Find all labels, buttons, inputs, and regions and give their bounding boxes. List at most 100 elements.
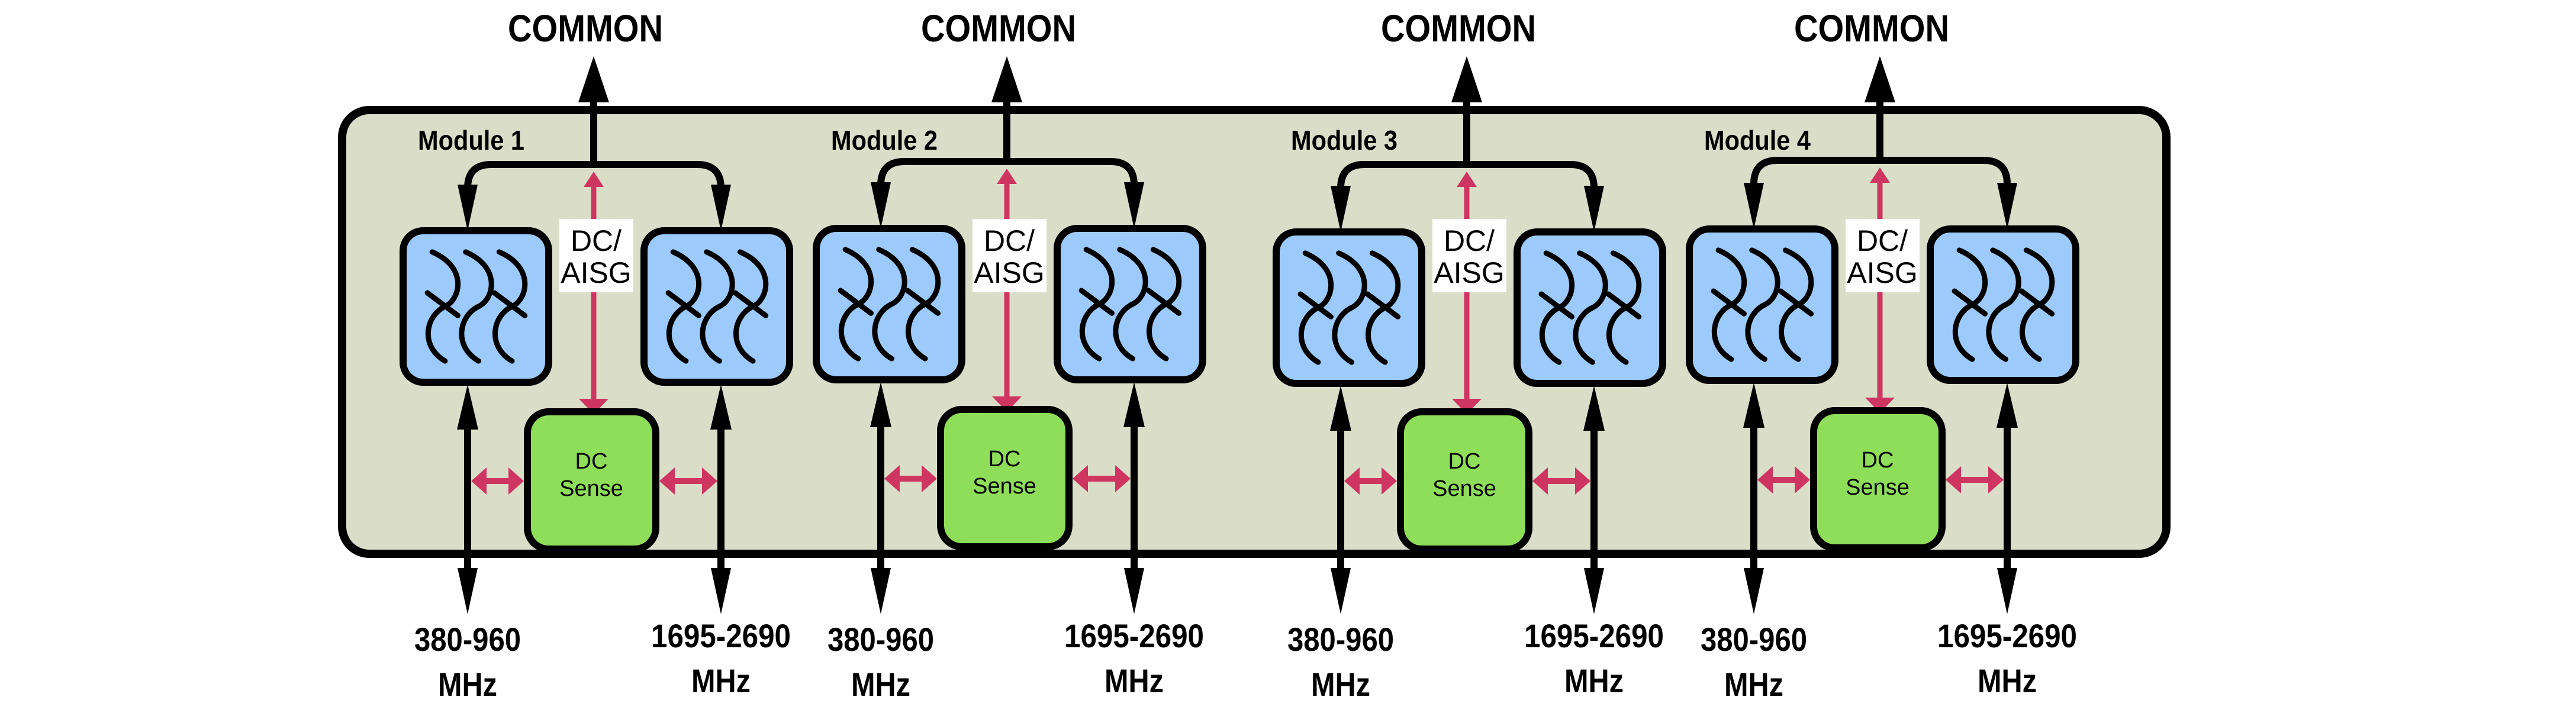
- low-band-port-up-arrowhead: [1743, 383, 1764, 428]
- dc-aisg-label-line-2: AISG: [1434, 256, 1504, 289]
- dc-sense-low-band-link-left-arrowhead: [884, 465, 900, 492]
- resonator-curve: [1113, 247, 1148, 362]
- dc-sense-label-line-2: Sense: [973, 474, 1036, 499]
- common-port-label: COMMON: [1381, 7, 1536, 50]
- bandpass-filter-icon: [1711, 247, 1814, 362]
- dc-sense-high-band-link-left-arrowhead: [1946, 466, 1961, 493]
- dc-sense-high-band-link-left-arrowhead: [1532, 467, 1548, 495]
- coupling-cross-mark: [1364, 291, 1401, 320]
- dc-aisg-up-arrowhead: [584, 172, 604, 187]
- dc-sense-low-band-link-right-arrowhead: [1382, 467, 1397, 495]
- high-band-unit-label: MHz: [1564, 662, 1624, 699]
- low-band-port-down-arrowhead: [1331, 568, 1351, 614]
- dc-aisg-up-arrowhead: [1457, 172, 1477, 187]
- dc-aisg-label-line-1: DC/: [571, 224, 622, 257]
- bandpass-filter-icon: [838, 247, 941, 362]
- high-band-filter: [1927, 225, 2079, 384]
- enclosure-bottom-notch: [1222, 550, 1267, 557]
- low-band-unit-label: MHz: [1311, 666, 1370, 703]
- dc-sense-block: [1397, 408, 1532, 553]
- dc-sense-label-line-2: Sense: [1846, 475, 1910, 500]
- coupling-cross-mark: [424, 290, 461, 318]
- dc-aisg-label-box: [1846, 219, 1920, 292]
- high-band-unit-label: MHz: [691, 662, 751, 699]
- dc-sense-label-line-1: DC: [1448, 449, 1481, 474]
- dc-sense-high-band-link-right-arrowhead: [1115, 465, 1131, 492]
- dc-sense-low-band-link-right-arrowhead: [922, 465, 937, 492]
- dc-aisg-label-line-2: AISG: [561, 256, 631, 289]
- splitter-bracket: [877, 158, 1138, 209]
- dc-sense-high-band-link-left-arrowhead: [1073, 465, 1088, 492]
- dc-aisg-label-box: [559, 219, 633, 292]
- common-port-arrowhead: [1451, 56, 1482, 102]
- dc-sense-label-line-2: Sense: [559, 476, 623, 501]
- coupling-cross-mark: [1952, 288, 1988, 317]
- bandpass-filter-icon: [424, 249, 528, 364]
- dc-sense-low-band-link-left-arrowhead: [1344, 467, 1360, 495]
- high-band-filter: [1514, 228, 1666, 387]
- coupling-cross-mark: [1711, 288, 1747, 317]
- bandpass-filter-icon: [1538, 250, 1642, 365]
- low-band-port-down-arrowhead: [458, 568, 478, 614]
- splitter-bracket: [1750, 157, 2011, 208]
- common-port-label: COMMON: [1794, 7, 1949, 50]
- coupling-cross-mark: [2018, 288, 2055, 317]
- splitter-bracket: [1337, 161, 1598, 212]
- coupling-cross-mark: [1297, 291, 1334, 320]
- splitter-bracket: [464, 161, 724, 212]
- dc-sense-label-line-1: DC: [988, 447, 1021, 472]
- dc-aisg-up-arrowhead: [1870, 167, 1890, 183]
- dc-sense-block: [524, 408, 659, 553]
- high-band-input-arrowhead: [1124, 182, 1144, 228]
- low-band-port-up-arrowhead: [457, 385, 478, 430]
- high-band-filter: [640, 227, 793, 386]
- module-label: Module 4: [1704, 125, 1811, 156]
- coupling-cross-mark: [1538, 291, 1574, 320]
- high-band-range-label: 1695-2690: [651, 617, 791, 654]
- high-band-port-up-arrowhead: [1583, 386, 1605, 431]
- dc-sense-low-band-link-left-arrowhead: [471, 467, 487, 495]
- dc-aisg-label-box: [973, 219, 1046, 292]
- high-band-range-label: 1695-2690: [1064, 617, 1204, 654]
- resonator-curve: [1573, 250, 1608, 365]
- coupling-cross-mark: [838, 288, 874, 316]
- dc-sense-label-line-2: Sense: [1432, 476, 1496, 501]
- high-band-input-arrowhead: [1584, 186, 1604, 232]
- high-band-range-label: 1695-2690: [1937, 617, 2077, 654]
- low-band-unit-label: MHz: [1724, 666, 1783, 703]
- dc-aisg-label-line-1: DC/: [1444, 224, 1495, 257]
- dc-sense-block: [1810, 407, 1946, 551]
- dc-sense-label-line-1: DC: [575, 449, 608, 474]
- low-band-filter: [400, 227, 552, 386]
- resonator-curve: [1332, 250, 1367, 365]
- bandpass-filter-icon: [1078, 247, 1182, 362]
- common-port-arrowhead: [991, 56, 1022, 102]
- dc-aisg-up-arrowhead: [997, 169, 1017, 184]
- low-band-port-up-arrowhead: [1330, 386, 1351, 431]
- dc-sense-low-band-link-right-arrowhead: [1795, 466, 1810, 493]
- dc-sense-high-band-link-right-arrowhead: [1575, 467, 1590, 495]
- low-band-unit-label: MHz: [851, 666, 910, 703]
- bandpass-filter-icon: [1952, 247, 2055, 362]
- coupling-cross-mark: [491, 290, 528, 318]
- low-band-port-down-arrowhead: [1744, 568, 1764, 614]
- low-band-input-arrowhead: [1331, 186, 1351, 232]
- high-band-range-label: 1695-2690: [1524, 617, 1664, 654]
- dc-aisg-down-arrowhead: [579, 399, 608, 414]
- bandpass-filter-icon: [665, 249, 769, 364]
- dc-aisg-label-line-1: DC/: [1857, 224, 1908, 257]
- resonator-curve: [872, 247, 907, 362]
- high-band-port-up-arrowhead: [1997, 383, 2018, 428]
- resonator-curve: [1986, 247, 2021, 362]
- dc-aisg-label-line-1: DC/: [984, 224, 1035, 257]
- module-label: Module 1: [418, 125, 524, 156]
- coupling-cross-mark: [904, 288, 941, 316]
- coupling-cross-mark: [1145, 288, 1182, 316]
- coupling-cross-mark: [665, 290, 701, 318]
- high-band-port-down-arrowhead: [1584, 568, 1604, 614]
- low-band-input-arrowhead: [871, 182, 891, 228]
- dc-sense-high-band-link-right-arrowhead: [1988, 466, 2004, 493]
- low-band-input-arrowhead: [1744, 183, 1764, 229]
